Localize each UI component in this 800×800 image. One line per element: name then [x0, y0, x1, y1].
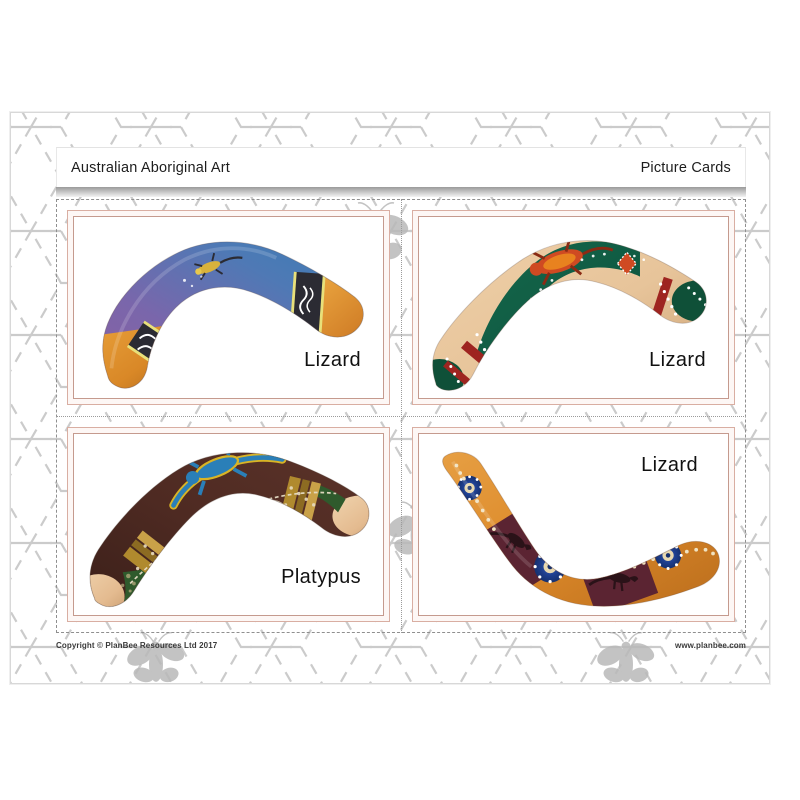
picture-card[interactable]: Platypus [56, 416, 401, 633]
copyright-text: Copyright © PlanBee Resources Ltd 2017 [56, 640, 218, 650]
page-header: Australian Aboriginal Art Picture Cards [56, 147, 746, 187]
card-label: Platypus [281, 566, 361, 588]
card-frame-outer: Lizard [412, 427, 735, 622]
page-footer: Copyright © PlanBee Resources Ltd 2017 w… [56, 637, 746, 653]
header-shadow [56, 187, 746, 197]
card-label: Lizard [641, 454, 698, 476]
card-frame-outer: Lizard [412, 210, 735, 405]
picture-card[interactable]: Lizard [56, 199, 401, 416]
worksheet-page: Australian Aboriginal Art Picture Cards [10, 112, 770, 684]
card-frame-inner: Lizard [418, 216, 729, 399]
card-frame-inner: Lizard [418, 433, 729, 616]
card-frame-outer: Lizard [67, 210, 390, 405]
card-frame-outer: Platypus [67, 427, 390, 622]
page-subtitle: Picture Cards [640, 159, 731, 176]
card-label: Lizard [649, 349, 706, 371]
picture-card-grid: Lizard [56, 199, 746, 633]
card-frame-inner: Lizard [73, 216, 384, 399]
card-label: Lizard [304, 349, 361, 371]
website-url[interactable]: www.planbee.com [675, 640, 746, 650]
card-frame-inner: Platypus [73, 433, 384, 616]
picture-card[interactable]: Lizard [401, 416, 746, 633]
picture-card[interactable]: Lizard [401, 199, 746, 416]
page-title: Australian Aboriginal Art [71, 159, 230, 176]
